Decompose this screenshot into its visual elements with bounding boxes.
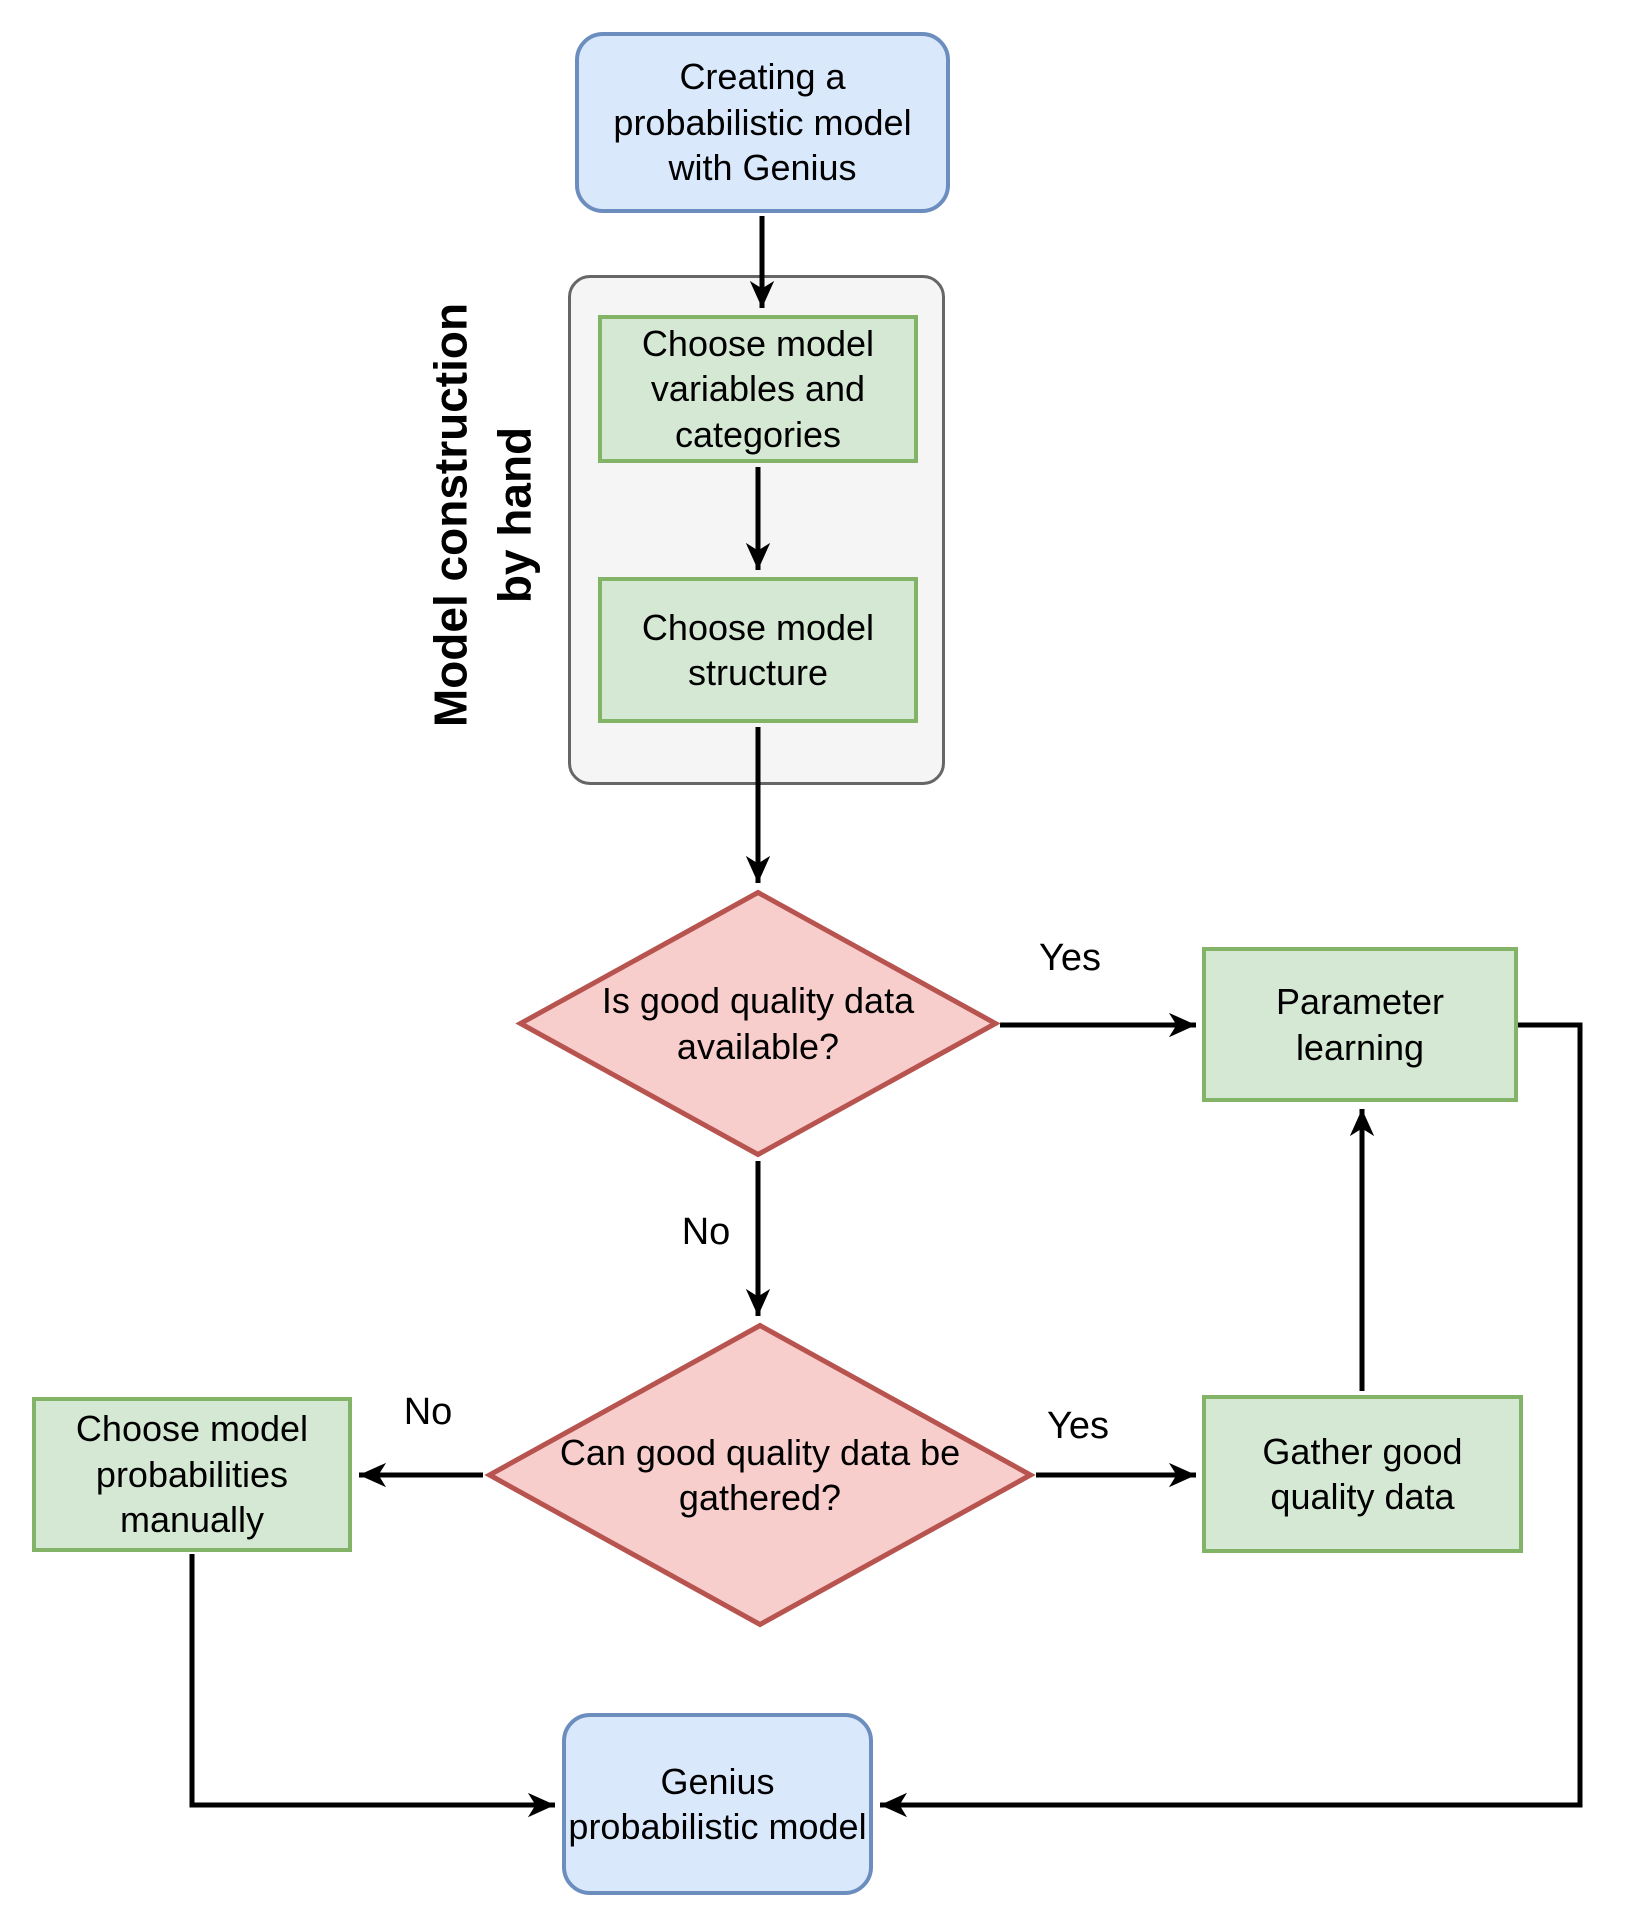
node-start: Creating a probabilistic model with Geni… [575,32,950,213]
group-label: Model construction by hand [424,302,541,728]
edge-label-yes-available: Yes [1039,937,1101,979]
decision-label: Is good quality data available? [601,980,915,1067]
edge-label-yes-gatherable: Yes [1047,1405,1109,1447]
decision-diamond-shape [484,1322,1036,1628]
edge-label-no-available: No [681,1211,731,1253]
node-choose-structure: Choose model structure [598,577,918,723]
node-end: Genius probabilistic model [562,1713,873,1895]
decision-label: Can good quality data be gathered? [559,1431,961,1518]
node-choose-variables: Choose model variables and categories [598,315,918,463]
edge-manual-to-end [189,1554,555,1818]
node-decision-data-gatherable: Can good quality data be gathered? [484,1322,1036,1628]
edge-parameter-to-end [880,1022,1583,1818]
node-gather-data: Gather good quality data [1202,1395,1523,1553]
decision-diamond-shape [515,889,1001,1158]
edge-label-no-gatherable: No [403,1391,453,1433]
node-parameter-learning: Parameter learning [1202,947,1518,1102]
node-decision-data-available: Is good quality data available? [515,889,1001,1158]
node-choose-probabilities: Choose model probabilities manually [32,1397,352,1552]
